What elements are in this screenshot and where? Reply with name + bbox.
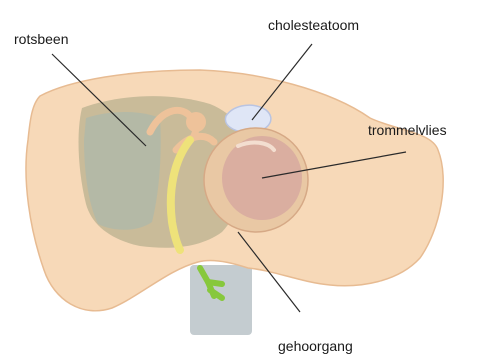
label-cholesteatoom: cholesteatoom (268, 18, 359, 32)
label-gehoorgang: gehoorgang (278, 339, 353, 353)
label-trommelvlies: trommelvlies (368, 123, 447, 137)
label-rotsbeen: rotsbeen (14, 32, 68, 46)
